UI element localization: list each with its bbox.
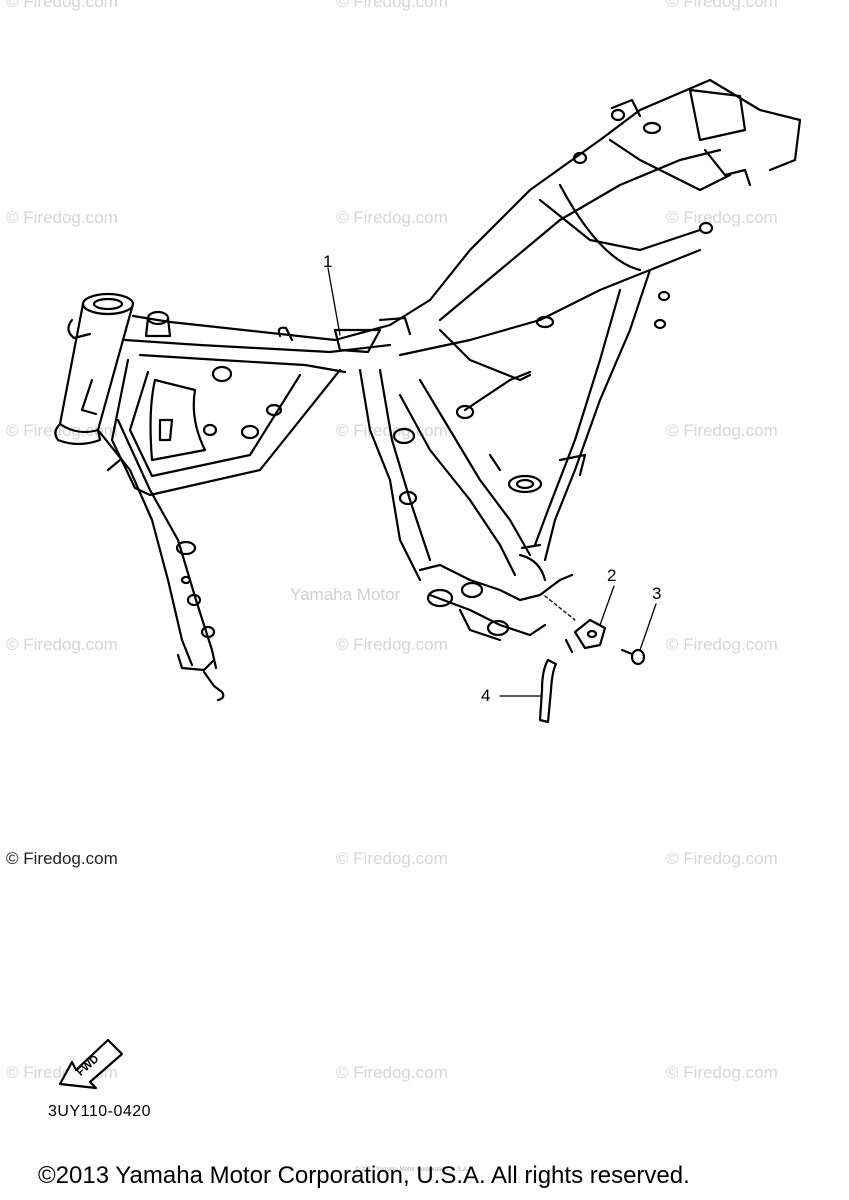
steering-head bbox=[54, 292, 172, 446]
watermark-text: © Firedog.com bbox=[336, 1063, 448, 1082]
watermark-text: © Firedog.com bbox=[666, 635, 778, 654]
callout-4: 4 bbox=[481, 686, 491, 705]
watermark-text: © Firedog.com bbox=[336, 849, 448, 868]
main-backbone bbox=[123, 298, 432, 374]
watermark-text: © Firedog.com bbox=[336, 635, 448, 654]
pivot-area bbox=[418, 543, 574, 642]
leader-lines bbox=[327, 267, 657, 697]
callout-1: 1 bbox=[323, 252, 333, 271]
rear-downtubes bbox=[358, 268, 652, 582]
watermark-text: © Firedog.com bbox=[6, 849, 118, 868]
diagram-code: 3UY110-0420 bbox=[48, 1103, 152, 1120]
watermark-text: © Firedog.com bbox=[6, 0, 118, 11]
rear-subframe bbox=[398, 78, 802, 357]
watermark-text: © Firedog.com bbox=[666, 208, 778, 227]
watermark-text: © Firedog.com bbox=[336, 421, 448, 440]
watermark-text: © Firedog.com bbox=[666, 421, 778, 440]
small-parts bbox=[538, 618, 646, 724]
watermark-text: © Firedog.com bbox=[666, 849, 778, 868]
watermark-text: © Firedog.com bbox=[6, 208, 118, 227]
watermark-text: © Firedog.com bbox=[336, 208, 448, 227]
watermark-text: © Firedog.com bbox=[666, 0, 778, 11]
copyright-notice: ©2013 Yamaha Motor Corporation, U.S.A. A… bbox=[38, 1162, 690, 1189]
mid-watermark: Yamaha Motor bbox=[290, 585, 401, 604]
watermark-text: © Firedog.com bbox=[6, 421, 118, 440]
watermark-text: © Firedog.com bbox=[666, 1063, 778, 1082]
watermark-text: © Firedog.com bbox=[336, 0, 448, 11]
callout-3: 3 bbox=[652, 584, 662, 603]
front-downtube bbox=[96, 358, 342, 702]
callout-2: 2 bbox=[607, 566, 617, 585]
forward-arrow-icon: FWD bbox=[58, 1038, 124, 1090]
watermark-text: © Firedog.com bbox=[6, 635, 118, 654]
tiny-print: © 2013 Yamaha Motor Corporation, U.S.A. bbox=[355, 1167, 469, 1173]
